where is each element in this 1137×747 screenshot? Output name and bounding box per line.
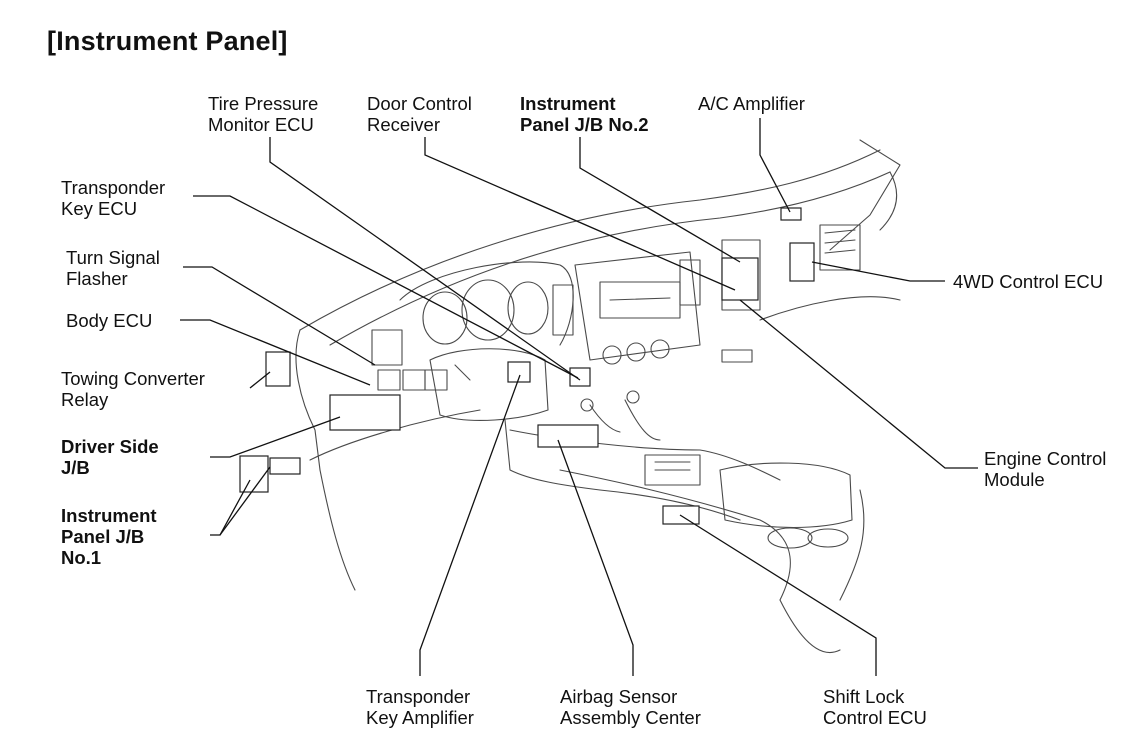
label-line: Key Amplifier: [366, 707, 474, 728]
instrument-panel-jb2-part: [721, 257, 759, 301]
label-line: Assembly Center: [560, 707, 701, 728]
label-4wd-control-ecu: 4WD Control ECU: [953, 271, 1103, 292]
leader-lines: [180, 118, 978, 676]
label-engine-control-module: Engine Control Module: [984, 448, 1106, 490]
label-instrument-panel-jb-no1: Instrument Panel J/B No.1: [61, 505, 157, 568]
label-door-control-receiver: Door Control Receiver: [367, 93, 472, 135]
label-line: Panel J/B: [61, 526, 145, 547]
label-line: Panel J/B No.2: [520, 114, 649, 135]
label-line: Key ECU: [61, 198, 138, 219]
instrument-panel-jb1-part-b: [269, 457, 301, 475]
label-driver-side-jb: Driver Side J/B: [61, 436, 159, 478]
label-line: Relay: [61, 389, 109, 410]
label-line: Receiver: [367, 114, 440, 135]
label-line: Flasher: [66, 268, 128, 289]
label-line: Tire Pressure: [208, 93, 319, 114]
label-line: Instrument: [520, 93, 616, 114]
label-ac-amplifier: A/C Amplifier: [698, 93, 805, 114]
label-shift-lock-control-ecu: Shift Lock Control ECU: [823, 686, 927, 728]
label-transponder-key-ecu: Transponder Key ECU: [61, 177, 165, 219]
label-transponder-key-amplifier: Transponder Key Amplifier: [366, 686, 474, 728]
label-line: Module: [984, 469, 1045, 490]
instrument-panel-jb1-part-a: [239, 455, 269, 493]
label-line: Towing Converter: [61, 368, 205, 389]
label-instrument-panel-jb-no2: Instrument Panel J/B No.2: [520, 93, 649, 135]
4wd-control-ecu-part: [789, 242, 815, 282]
label-airbag-sensor-assembly-center: Airbag Sensor Assembly Center: [560, 686, 701, 728]
label-line: Transponder: [366, 686, 471, 707]
label-turn-signal-flasher: Turn Signal Flasher: [66, 247, 160, 289]
page-title: [Instrument Panel]: [47, 26, 288, 56]
label-line: Transponder: [61, 177, 166, 198]
label-towing-converter-relay: Towing Converter Relay: [61, 368, 205, 410]
transponder-key-amplifier-part: [507, 361, 531, 383]
label-line: No.1: [61, 547, 102, 568]
airbag-sensor-part: [537, 424, 599, 448]
label-line: Shift Lock: [823, 686, 905, 707]
label-line: Turn Signal: [66, 247, 160, 268]
label-tire-pressure-monitor-ecu: Tire Pressure Monitor ECU: [208, 93, 318, 135]
ac-amplifier-part: [780, 207, 802, 221]
label-line: Airbag Sensor: [560, 686, 678, 707]
towing-converter-relay-part: [265, 351, 291, 387]
label-line: J/B: [61, 457, 90, 478]
label-line: A/C Amplifier: [698, 93, 805, 114]
label-line: Body ECU: [66, 310, 153, 331]
label-line: Instrument: [61, 505, 157, 526]
door-control-receiver-part: [569, 367, 591, 387]
label-body-ecu: Body ECU: [66, 310, 152, 331]
parts: [239, 207, 815, 525]
label-line: Door Control: [367, 93, 472, 114]
driver-side-jb-part: [329, 394, 401, 431]
label-line: Monitor ECU: [208, 114, 314, 135]
label-line: Driver Side: [61, 436, 159, 457]
label-line: Engine Control: [984, 448, 1107, 469]
label-line: Control ECU: [823, 707, 927, 728]
dashboard-illustration: [295, 139, 901, 654]
label-line: 4WD Control ECU: [953, 271, 1104, 292]
